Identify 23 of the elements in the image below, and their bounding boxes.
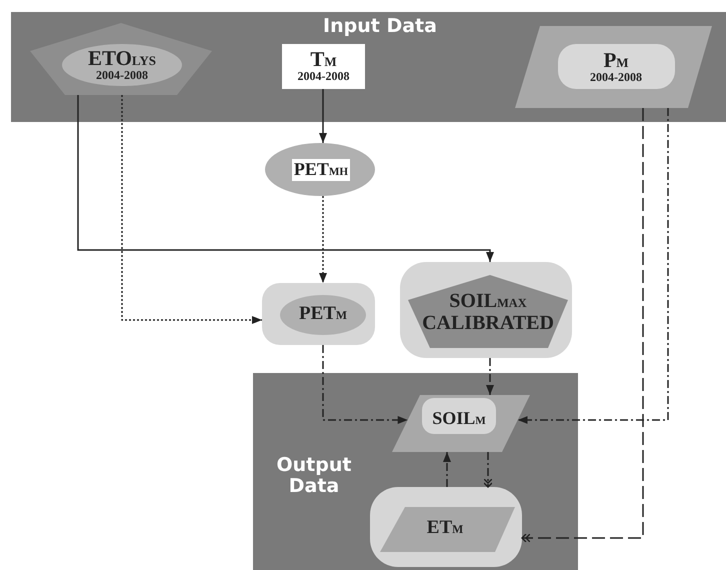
input-data-band — [11, 12, 726, 122]
arrow — [518, 108, 669, 424]
process-node — [515, 26, 712, 108]
arrow — [322, 345, 408, 424]
arrow — [121, 95, 262, 324]
section-title: Output Data — [276, 455, 352, 497]
process-node — [262, 283, 375, 345]
process-node — [282, 44, 365, 89]
process-node — [392, 395, 530, 452]
date-range: 2004-2008 — [589, 71, 643, 84]
date-range: 2004-2008 — [95, 69, 149, 82]
output-data-panel — [253, 373, 578, 570]
process-node — [30, 23, 212, 95]
arrow — [443, 452, 451, 487]
arrow — [486, 358, 494, 395]
process-node — [400, 262, 572, 358]
arrow — [77, 95, 494, 262]
arrow — [319, 89, 327, 143]
arrow — [319, 196, 327, 283]
section-title: Input Data — [322, 16, 438, 37]
process-node — [265, 143, 375, 196]
date-range: 2004-2008 — [296, 70, 350, 84]
process-node — [370, 487, 522, 567]
